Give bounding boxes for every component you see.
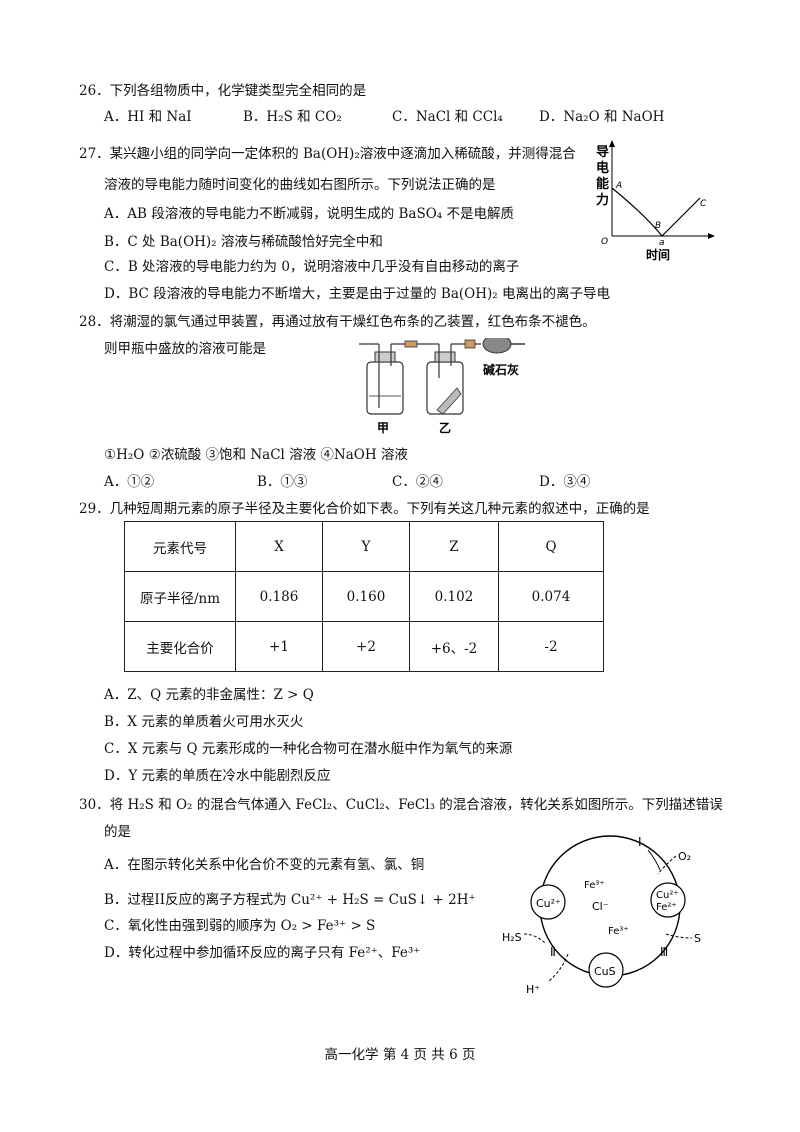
graph-point-a: A: [615, 181, 622, 191]
label-cus: CuS: [594, 965, 616, 978]
stopper-yi: [434, 351, 456, 363]
label-process-2: Ⅱ: [550, 945, 556, 959]
graph-curve: [611, 187, 701, 237]
arrow-process-1: [647, 849, 661, 871]
graph-x-arrow: [708, 233, 715, 239]
graph-y-arrow: [609, 140, 615, 147]
table-cell: 0.186: [235, 571, 323, 622]
table-cell: 0.074: [498, 571, 604, 622]
outlet-joint: [464, 339, 476, 349]
table-cell: 0.160: [322, 571, 410, 622]
q27-option-b: B．C 处 Ba(OH)₂ 溶液与稀硫酸恰好完全中和: [104, 234, 383, 250]
label-s: S: [694, 932, 701, 945]
label-jia: 甲: [377, 421, 389, 435]
table-cell: Q: [498, 521, 604, 572]
table-cell: Y: [322, 521, 410, 572]
arrow-h2s-in: [523, 933, 547, 945]
soda-lime-bulb: [482, 338, 512, 354]
table-cell: 元素代号: [124, 521, 236, 572]
q30-option-d: D．转化过程中参加循环反应的离子只有 Fe²⁺、Fe³⁺: [104, 945, 421, 961]
q28-option-a: A．①②: [104, 474, 155, 490]
conductivity-graph: 导 电 能 力 O A B C a 时间: [596, 140, 715, 262]
label-yi: 乙: [439, 421, 451, 435]
q30-option-a: A．在图示转化关系中化合价不变的元素有氢、氯、铜: [104, 857, 425, 873]
label-h2s: H₂S: [502, 931, 522, 944]
table-row: 主要化合价 +1 +2 +6、-2 -2: [124, 621, 604, 672]
q30-stem-2: 的是: [104, 824, 131, 840]
table-cell: +1: [235, 621, 323, 672]
q26-option-a: A．HI 和 NaI: [104, 109, 192, 125]
q26-option-d: D．Na₂O 和 NaOH: [539, 109, 665, 125]
q28-stem-2: 则甲瓶中盛放的溶液可能是: [104, 341, 266, 357]
label-cu: Cu²⁺: [536, 897, 561, 910]
label-fe2: Fe²⁺: [656, 902, 677, 913]
label-o2: O₂: [678, 850, 691, 863]
label-process-3: Ⅲ: [660, 945, 668, 959]
q29-option-b: B．X 元素的单质着火可用水灭火: [104, 714, 304, 730]
q28-stem-1: 28．将潮湿的氯气通过甲装置，再通过放有干燥红色布条的乙装置，红色布条不褪色。: [79, 314, 596, 330]
q30-option-c: C．氧化性由强到弱的顺序为 O₂ > Fe³⁺ > S: [104, 918, 376, 934]
q28-option-b: B．①③: [257, 474, 308, 490]
node-cu-fe: [650, 882, 686, 918]
table-cell: Z: [409, 521, 499, 572]
graph-xlabel: 时间: [646, 247, 670, 262]
stopper-jia: [374, 351, 396, 363]
q26-stem: 26．下列各组物质中，化学键类型完全相同的是: [79, 83, 367, 99]
q27-stem-1: 27．某兴趣小组的同学向一定体积的 Ba(OH)₂溶液中逐滴加入稀硫酸，并测得混…: [79, 146, 576, 162]
q29-option-d: D．Y 元素的单质在冷水中能剧烈反应: [104, 768, 331, 784]
graph-ylabel-4: 力: [596, 192, 609, 208]
element-table: 元素代号 X Y Z Q 原子半径/nm 0.186 0.160 0.102 0…: [124, 521, 604, 672]
cloth-strip: [436, 387, 462, 415]
arrow-s-out: [665, 933, 693, 939]
node-cu: [530, 884, 566, 920]
bottle-jia: [366, 361, 404, 415]
rubber-joint: [404, 340, 418, 348]
q28-option-d: D．③④: [539, 474, 591, 490]
graph-point-b: B: [655, 221, 661, 231]
label-fe3-mid: Fe³⁺: [608, 926, 629, 937]
label-fe3-top: Fe³⁺: [584, 880, 605, 891]
q27-option-a: A．AB 段溶液的导电能力不断减弱，说明生成的 BaSO₄ 不是电解质: [104, 206, 514, 222]
node-cus: [588, 952, 624, 988]
q27-stem-2: 溶液的导电能力随时间变化的曲线如右图所示。下列说法正确的是: [104, 177, 496, 193]
redox-cycle-diagram: Cu²⁺ Cu²⁺ Fe²⁺ CuS Fe³⁺ Cl⁻ Fe³⁺ I Ⅱ Ⅲ O…: [502, 835, 701, 996]
label-hplus: H⁺: [526, 983, 540, 996]
table-row: 原子半径/nm 0.186 0.160 0.102 0.074: [124, 571, 604, 622]
q27-option-d: D．BC 段溶液的导电能力不断增大，主要是由于过量的 Ba(OH)₂ 电离出的离…: [104, 286, 610, 302]
label-process-1: I: [638, 835, 642, 849]
q29-stem: 29．几种短周期元素的原子半径及主要化合价如下表。下列有关这几种元素的叙述中，正…: [79, 501, 650, 517]
table-cell: 主要化合价: [124, 621, 236, 672]
q29-option-a: A．Z、Q 元素的非金属性：Z > Q: [104, 687, 314, 703]
table-cell: 原子半径/nm: [124, 571, 236, 622]
table-cell: +2: [322, 621, 410, 672]
label-cl: Cl⁻: [592, 900, 609, 913]
arrow-hplus-out: [547, 953, 569, 983]
table-row: 元素代号 X Y Z Q: [124, 521, 604, 572]
label-soda-lime: 碱石灰: [483, 362, 519, 377]
graph-ylabel-3: 能: [596, 176, 609, 192]
graph-point-c: C: [700, 199, 707, 209]
q26-option-c: C．NaCl 和 CCl₄: [392, 109, 503, 125]
gas-apparatus: 碱石灰 甲 乙: [359, 338, 525, 435]
label-cu2: Cu²⁺: [656, 890, 679, 901]
arrow-o2-in: [657, 855, 677, 875]
q28-choices: ①H₂O ②浓硫酸 ③饱和 NaCl 溶液 ④NaOH 溶液: [104, 447, 408, 463]
table-cell: +6、-2: [409, 621, 499, 672]
graph-tick-a: a: [659, 238, 665, 248]
q30-option-b: B．过程II反应的离子方程式为 Cu²⁺ + H₂S = CuS↓ + 2H⁺: [104, 892, 476, 908]
q28-option-c: C．②④: [392, 474, 443, 490]
table-cell: -2: [498, 621, 604, 672]
graph-origin: O: [601, 237, 608, 247]
table-cell: 0.102: [409, 571, 499, 622]
q26-option-b: B．H₂S 和 CO₂: [243, 109, 342, 125]
graph-ylabel-2: 电: [596, 160, 609, 176]
page-footer: 高一化学 第 4 页 共 6 页: [324, 1047, 476, 1063]
q29-option-c: C．X 元素与 Q 元素形成的一种化合物可在潜水艇中作为氧气的来源: [104, 741, 513, 757]
q30-stem-1: 30．将 H₂S 和 O₂ 的混合气体通入 FeCl₂、CuCl₂、FeCl₃ …: [79, 797, 723, 813]
table-cell: X: [235, 521, 323, 572]
q27-option-c: C．B 处溶液的导电能力约为 0，说明溶液中几乎没有自由移动的离子: [104, 259, 520, 275]
graph-ylabel-1: 导: [596, 145, 609, 160]
